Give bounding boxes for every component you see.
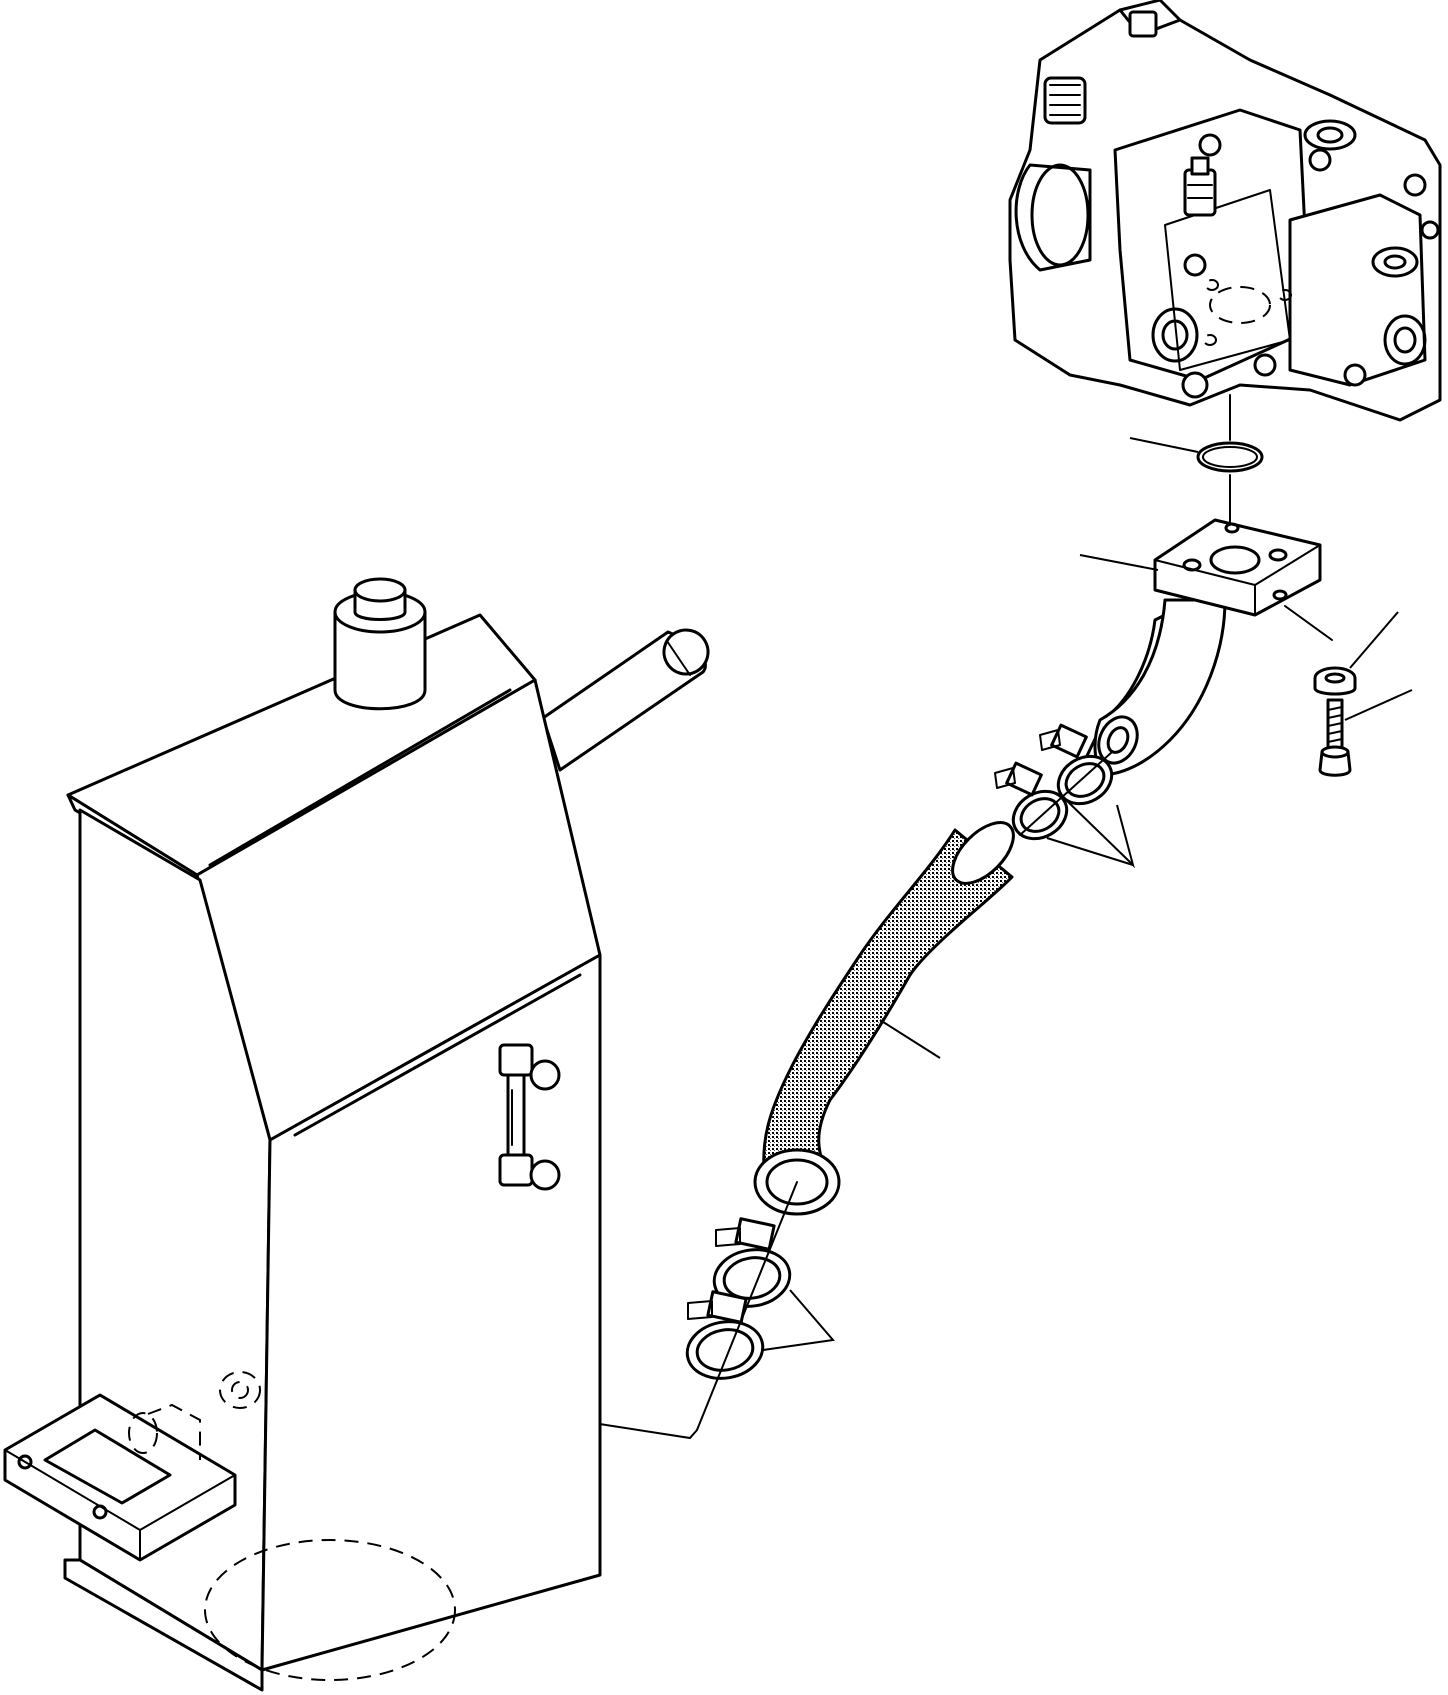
suction-port-hidden xyxy=(204,1539,456,1681)
flange-elbow-pipe xyxy=(1083,518,1322,777)
hose-clamp-lower-1 xyxy=(712,1217,792,1308)
hose-routing-dashed-line xyxy=(605,1424,698,1440)
flange-leader-line xyxy=(1079,554,1159,571)
washer xyxy=(1313,666,1357,696)
bolt-leader-line xyxy=(1344,689,1413,721)
lower-clamp-centerline xyxy=(696,1181,798,1431)
mounting-bracket xyxy=(3,1393,237,1562)
lower-hose-clamps xyxy=(685,1217,792,1380)
hose-clamp-upper-1 xyxy=(1039,723,1114,806)
hydraulic-pump xyxy=(1008,0,1442,422)
o-ring xyxy=(1196,441,1264,473)
hydraulic-tank xyxy=(3,577,710,1692)
socket-head-bolt xyxy=(1318,698,1352,777)
sight-gauge xyxy=(498,1043,561,1191)
flange-bolt-centerline xyxy=(1284,605,1333,641)
washer-leader-line xyxy=(1349,611,1399,669)
hose-leader-line xyxy=(879,1019,941,1059)
suction-hose xyxy=(753,821,1015,1216)
lower-clamps-leader-line xyxy=(762,1289,835,1351)
upper-hose-clamps xyxy=(994,723,1114,841)
o-ring-leader-line xyxy=(1129,437,1199,453)
hose-clamp-lower-2 xyxy=(685,1290,765,1380)
hose-clamp-upper-2 xyxy=(994,761,1069,841)
upper-clamp-centerline xyxy=(1019,751,1113,836)
